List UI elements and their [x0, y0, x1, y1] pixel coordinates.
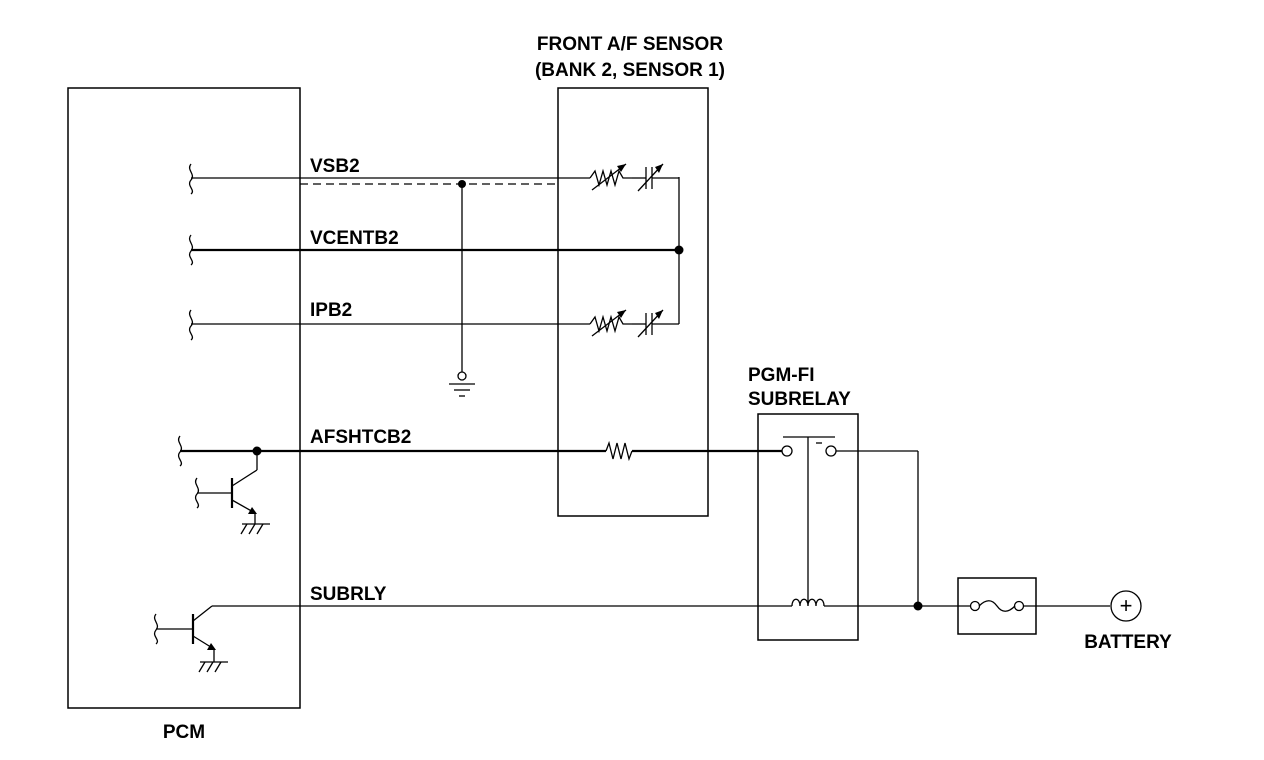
tilde-transistor1: [194, 477, 200, 509]
label-ipb2: IPB2: [310, 300, 352, 321]
heater-resistor-icon: [605, 440, 633, 462]
transistor-icon: [156, 605, 216, 662]
battery-icon: [1110, 590, 1142, 622]
transistor-icon: [197, 451, 258, 524]
variable-capacitor-icon: [632, 163, 679, 192]
pcm-label: PCM: [163, 722, 205, 743]
label-vsb2: VSB2: [310, 156, 360, 177]
ground-icon: [449, 383, 475, 397]
battery-label: BATTERY: [1084, 632, 1172, 653]
subrelay-box: [757, 413, 859, 641]
tilde-vsb2: [188, 163, 194, 195]
pcm-box: [67, 87, 301, 709]
tilde-transistor2: [153, 613, 159, 645]
variable-resistor-icon: [589, 163, 632, 191]
label-afshtcb2: AFSHTCB2: [310, 427, 411, 448]
subrelay-title-line1: PGM-FI: [748, 365, 815, 386]
relay-contact-right: [825, 445, 837, 457]
relay-contact-left: [781, 445, 793, 457]
af-sensor-title-line1: FRONT A/F SENSOR: [537, 34, 723, 55]
relay-coil-icon: [791, 598, 825, 607]
variable-resistor-icon: [589, 309, 632, 337]
fuse-icon: [969, 600, 1025, 612]
tilde-ipb2: [188, 309, 194, 341]
label-subrly: SUBRLY: [310, 584, 387, 605]
chassis-ground-icon: [240, 523, 270, 535]
subrelay-title-line2: SUBRELAY: [748, 389, 851, 410]
af-sensor-title-line2: (BANK 2, SENSOR 1): [535, 60, 725, 81]
af-sensor-box: [557, 87, 709, 517]
label-vcentb2: VCENTB2: [310, 228, 399, 249]
battery-positive-symbol: +: [1120, 593, 1133, 618]
shield-terminal: [457, 371, 467, 381]
variable-capacitor-icon: [632, 309, 679, 338]
chassis-ground-icon: [198, 661, 228, 673]
relay-switch-icon: [783, 436, 835, 603]
